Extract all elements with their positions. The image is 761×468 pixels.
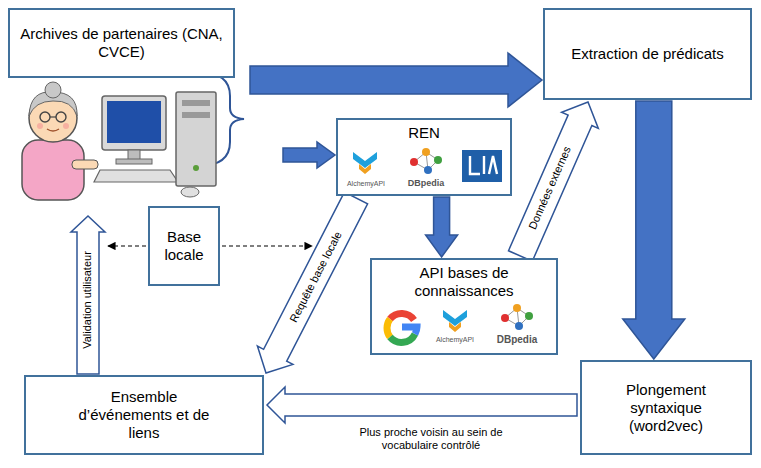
logo-label: DBpedia	[484, 334, 550, 346]
arrow-label: Validation utilisateur	[81, 251, 94, 349]
node-label: Ensemble d’événements et de liens	[70, 388, 218, 442]
arrow-label: Plus proche voisin au sein de vocabulair…	[343, 426, 519, 452]
block-arrow	[283, 142, 335, 168]
store-box: Base locale	[148, 206, 220, 286]
block-arrow	[250, 53, 542, 107]
node-label: API bases de connaissances	[382, 264, 546, 300]
logo-label: AlchemyAPI	[428, 336, 482, 344]
node-label: Extraction de prédicats	[553, 45, 742, 63]
result-box: Ensemble d’événements et de liens	[24, 375, 264, 455]
process-box: API bases de connaissancesAlchemyAPIDBpe…	[370, 258, 558, 355]
block-arrow	[623, 101, 685, 359]
validation-arrow	[71, 216, 105, 374]
hollow-arrow	[267, 387, 577, 423]
hollow-arrow	[257, 192, 367, 373]
source-box: Archives de partenaires (CNA, CVCE)	[8, 8, 235, 78]
node-label: Base locale	[152, 228, 216, 264]
node-label: Plongement syntaxique (word2vec)	[606, 381, 726, 435]
arrow-label: Requête base locale	[287, 229, 345, 324]
logo-label: DBpedia	[398, 178, 454, 189]
process-box: Extraction de prédicats	[543, 8, 752, 100]
block-arrow	[426, 197, 458, 257]
logo-label: AlchemyAPI	[341, 180, 391, 188]
node-label: Archives de partenaires (CNA, CVCE)	[18, 25, 225, 61]
dashed-arrow	[108, 245, 146, 246]
node-label: REN	[338, 124, 510, 142]
computer	[94, 92, 216, 197]
process-box: REN AlchemyAPI DBpedia	[336, 118, 512, 196]
dashed-arrow	[222, 245, 312, 246]
process-box: Plongement syntaxique (word2vec)	[580, 360, 752, 455]
user-figure	[22, 82, 98, 200]
hollow-arrow	[509, 102, 599, 261]
